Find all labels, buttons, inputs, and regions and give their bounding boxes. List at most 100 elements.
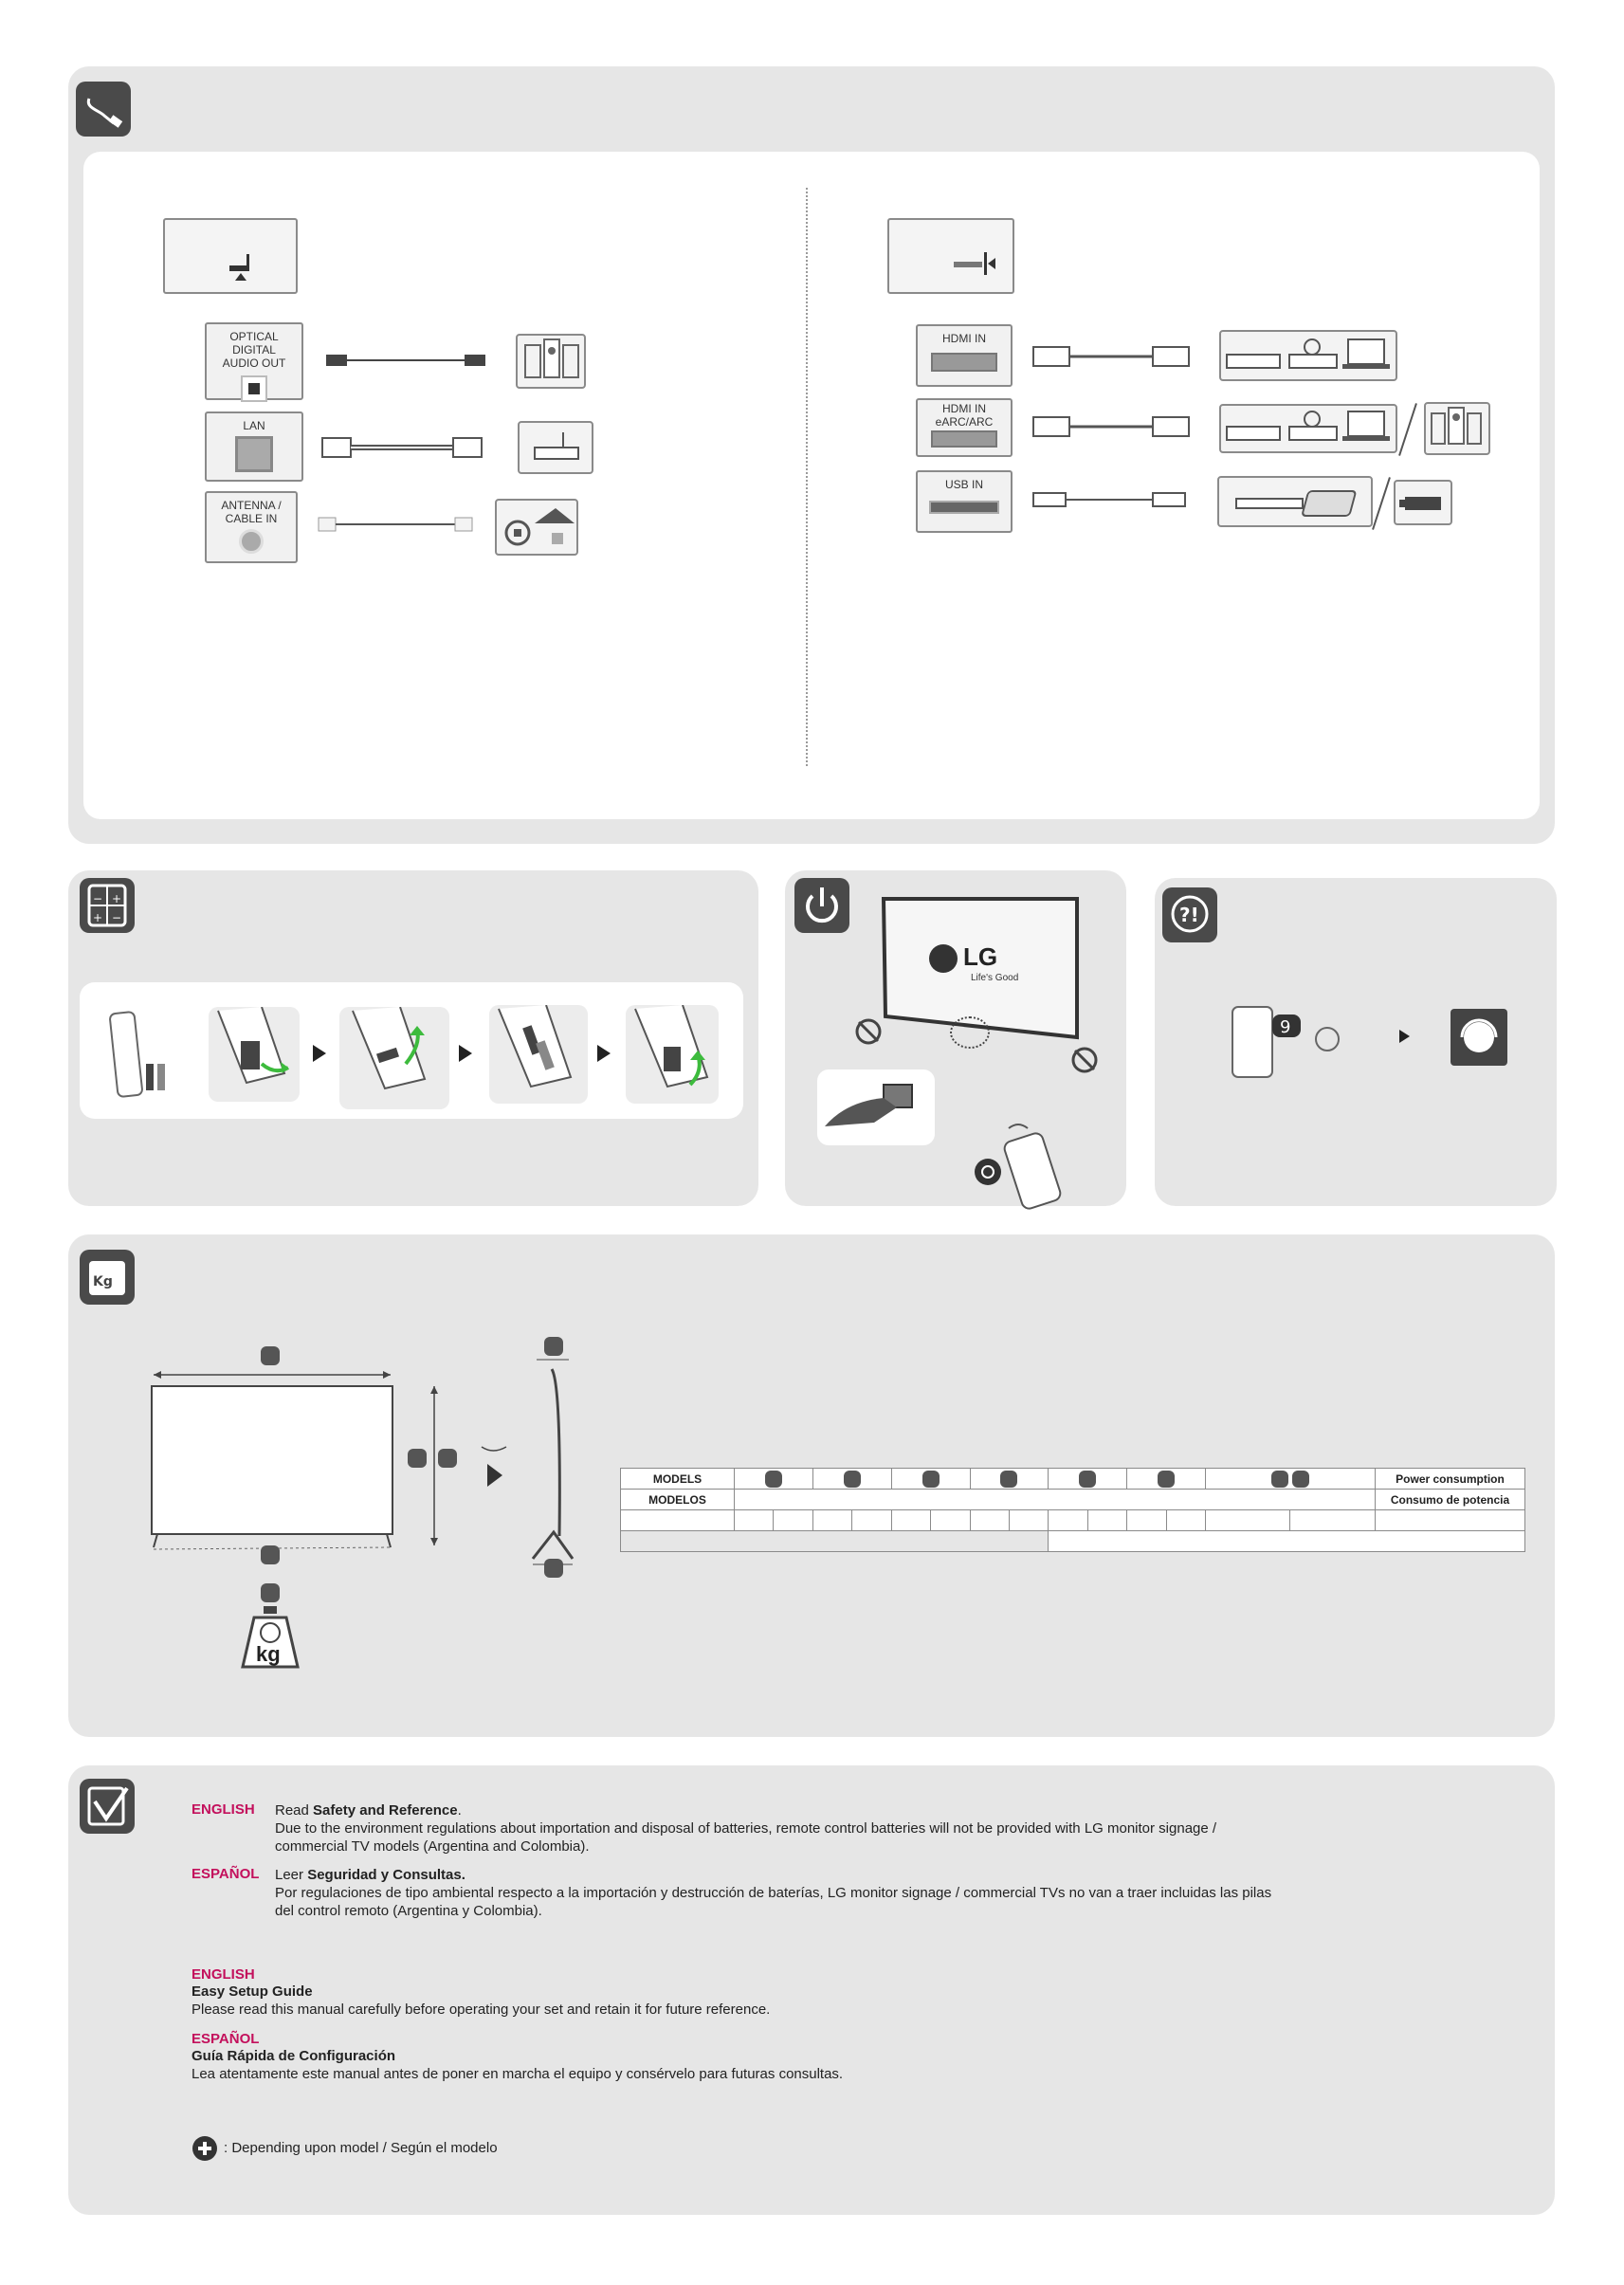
usb-port: USB IN xyxy=(916,470,1013,533)
models-label: MODELS xyxy=(620,1468,735,1490)
spec-col-4 xyxy=(969,1468,1049,1490)
lg-logo-mark xyxy=(929,944,958,973)
svg-text:+: + xyxy=(112,892,121,905)
usb-socket-icon xyxy=(929,501,999,514)
headset-agent-icon xyxy=(1451,1009,1507,1066)
guide-es-title: Guía Rápida de Configuración xyxy=(192,2048,396,2064)
dim-height-bullet-b xyxy=(438,1449,457,1468)
remote-power-icon xyxy=(975,1124,1062,1210)
guide-es-desc: Lea atentamente este manual antes de pon… xyxy=(192,2066,844,2082)
guide-es-block: ESPAÑOL Guía Rápida de Configuración Lea… xyxy=(192,2031,1045,2083)
spec-row-models: MODELS Power consumption xyxy=(620,1468,1525,1490)
hdmi-socket-icon xyxy=(931,353,997,372)
note-en-battery: Due to the environment regulations about… xyxy=(275,1820,1217,1855)
guide-en-title: Easy Setup Guide xyxy=(192,1983,313,2000)
guide-en-block: ENGLISH Easy Setup Guide Please read thi… xyxy=(192,1966,1045,2019)
antenna-port-label: ANTENNA / CABLE IN xyxy=(221,499,282,525)
hdmi-port: HDMI IN xyxy=(916,324,1013,387)
plus-circle-icon xyxy=(192,2136,217,2161)
lan-socket-icon xyxy=(235,436,273,472)
cable-icon xyxy=(76,82,131,137)
guide-en-desc: Please read this manual carefully before… xyxy=(192,2002,771,2018)
optical-port-label: OPTICAL DIGITAL AUDIO OUT xyxy=(222,330,286,370)
note-es-read: Leer xyxy=(275,1867,304,1883)
tv-back-right-icon xyxy=(887,218,1014,294)
hdmi-earc-port: HDMI IN eARC/ARC xyxy=(916,398,1013,457)
antenna-socket-icon xyxy=(239,529,264,554)
lan-port-label: LAN xyxy=(243,419,265,432)
svg-text:+: + xyxy=(93,911,102,924)
right-cables xyxy=(1032,346,1190,507)
usb-stick-icon xyxy=(1394,480,1452,525)
press-button-icon xyxy=(817,1069,935,1145)
optical-socket-icon xyxy=(241,375,267,402)
spec-col-2 xyxy=(812,1468,892,1490)
remote-battery-icon xyxy=(109,1011,165,1098)
arrow-icon xyxy=(1399,1030,1410,1043)
weight-bullet xyxy=(261,1583,280,1602)
support-icon: ?! xyxy=(1162,887,1217,942)
battery-icon: −++− xyxy=(80,878,135,933)
step-arrow-icon-2 xyxy=(459,1045,472,1062)
tv-front-icon xyxy=(881,895,1081,1041)
stand-depth-bullet xyxy=(544,1559,563,1578)
spec-col-1 xyxy=(734,1468,813,1490)
lg-brand: LG xyxy=(963,942,998,971)
power-icon xyxy=(794,878,849,933)
note-en-read-end: . xyxy=(457,1802,462,1819)
note-en-read-bold: Safety and Reference xyxy=(313,1802,458,1819)
note-es-lang: ESPAÑOL xyxy=(192,1866,260,1882)
guide-es-lang: ESPAÑOL xyxy=(192,2031,260,2047)
battery-step-4-icon xyxy=(626,1004,719,1104)
modelos-label: MODELOS xyxy=(620,1489,735,1510)
divider xyxy=(806,188,808,766)
usb-port-label: USB IN xyxy=(944,478,983,491)
power-label-es: Consumo de potencia xyxy=(1375,1489,1525,1510)
hdmi-port-label: HDMI IN xyxy=(942,332,986,345)
spec-col-6 xyxy=(1126,1468,1207,1490)
checkmark-icon xyxy=(80,1779,135,1834)
rotate-arrow-icon xyxy=(481,1446,507,1487)
rotate-right-icon xyxy=(1071,1047,1098,1073)
step-arrow-icon-3 xyxy=(597,1045,611,1062)
note-en-read: Read xyxy=(275,1802,309,1819)
scale-icon: kg xyxy=(235,1606,305,1671)
battery-step-2-icon xyxy=(339,1006,449,1109)
left-cables xyxy=(318,355,485,532)
scale-unit: kg xyxy=(256,1642,281,1666)
spec-col-3 xyxy=(890,1468,971,1490)
rotate-left-icon xyxy=(855,1018,882,1045)
spec-table: MODELS Power consumption MODELOS Consumo… xyxy=(619,1468,1525,1552)
note-en-lang: ENGLISH xyxy=(192,1801,255,1818)
tv-side-drawing xyxy=(531,1359,575,1565)
power-button-highlight xyxy=(950,1016,990,1049)
remote-9-icon: 9 xyxy=(1232,1006,1340,1078)
dim-width-bullet xyxy=(261,1346,280,1365)
notes-panel xyxy=(68,1765,1555,2215)
battery-step-3-icon xyxy=(489,1004,588,1104)
dim-height-bullet-a xyxy=(408,1449,427,1468)
legend-text: : Depending upon model / Según el modelo xyxy=(224,2140,498,2156)
spec-row-values xyxy=(620,1509,1525,1531)
note-es-battery: Por regulaciones de tipo ambiental respe… xyxy=(275,1885,1272,1919)
spec-col-7 xyxy=(1205,1468,1376,1490)
speaker-device-icon xyxy=(516,334,586,389)
note-es-read-bold: Seguridad y Consultas. xyxy=(307,1867,465,1883)
av-devices-icon xyxy=(1219,330,1397,381)
step-arrow-icon xyxy=(313,1045,326,1062)
weight-icon: Kg xyxy=(80,1250,135,1305)
spec-col-5 xyxy=(1048,1468,1128,1490)
power-label-en: Power consumption xyxy=(1375,1468,1525,1490)
router-device-icon xyxy=(518,421,593,474)
lg-tagline: Life's Good xyxy=(971,973,1019,983)
guide-en-lang: ENGLISH xyxy=(192,1966,255,1983)
antenna-port: ANTENNA / CABLE IN xyxy=(205,491,298,563)
hdmi-earc-socket-icon xyxy=(931,430,997,448)
battery-step-1-icon xyxy=(209,1006,300,1102)
tv-dimension-drawing xyxy=(151,1371,438,1550)
svg-text:?!: ?! xyxy=(1179,904,1199,926)
lan-port: LAN xyxy=(205,411,303,482)
optical-port: OPTICAL DIGITAL AUDIO OUT xyxy=(205,322,303,402)
antenna-device-icon xyxy=(495,499,578,556)
spec-row-footer xyxy=(619,1530,1525,1552)
